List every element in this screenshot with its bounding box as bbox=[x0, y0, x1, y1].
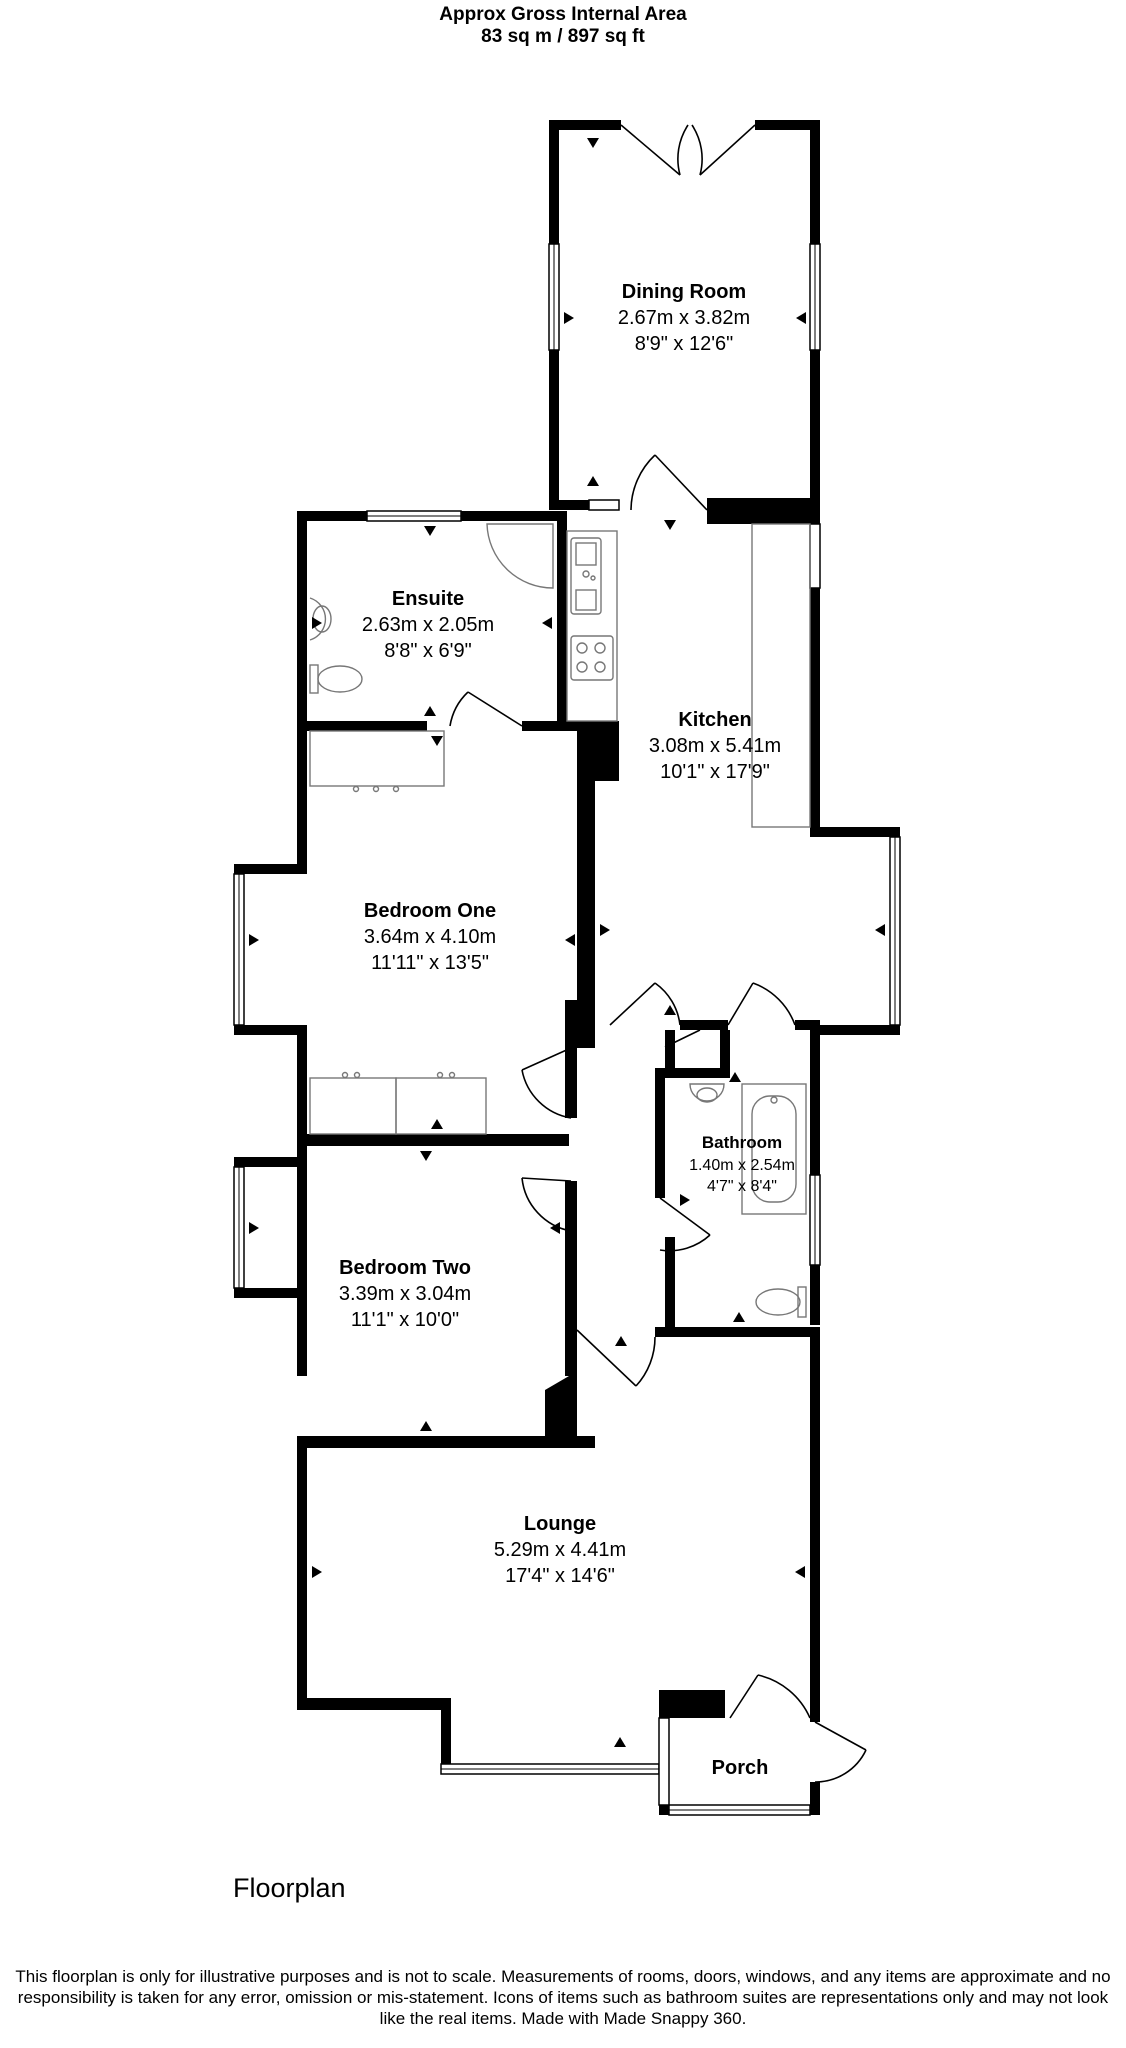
room-dims-imperial-bathroom: 4'7" x 8'4" bbox=[707, 1178, 777, 1195]
wall bbox=[297, 511, 367, 521]
wall bbox=[565, 1048, 577, 1118]
wall bbox=[461, 511, 559, 521]
window bbox=[809, 523, 821, 589]
wall bbox=[659, 1690, 725, 1718]
ensuite-basin bbox=[309, 597, 327, 641]
wall bbox=[577, 721, 595, 1026]
kitchen-hob bbox=[570, 635, 614, 681]
kitchen-worktop bbox=[566, 530, 618, 722]
ensuite-shower bbox=[486, 523, 554, 589]
window bbox=[658, 1717, 670, 1806]
room-name-kitchen: Kitchen bbox=[678, 709, 751, 731]
wall bbox=[810, 1782, 820, 1815]
wardrobe bbox=[309, 730, 445, 787]
wall bbox=[297, 511, 307, 721]
wardrobe bbox=[309, 1077, 397, 1135]
room-dims-metric-kitchen: 3.08m x 5.41m bbox=[649, 735, 781, 757]
wall bbox=[297, 721, 427, 731]
wall bbox=[549, 120, 621, 130]
ensuite-toilet bbox=[309, 664, 319, 694]
room-dims-metric-bathroom: 1.40m x 2.54m bbox=[689, 1157, 795, 1174]
wall bbox=[810, 524, 820, 837]
wall bbox=[522, 721, 587, 731]
area-value: 83 sq m / 897 sq ft bbox=[481, 26, 645, 47]
wall bbox=[707, 498, 820, 524]
kitchen-counter bbox=[751, 523, 811, 828]
room-dims-imperial-dining: 8'9" x 12'6" bbox=[635, 333, 734, 355]
plan-label: Floorplan bbox=[233, 1873, 346, 1903]
wall bbox=[297, 1025, 307, 1165]
doors bbox=[449, 124, 867, 1783]
wall bbox=[297, 1146, 307, 1376]
wall bbox=[565, 1181, 577, 1376]
wall bbox=[665, 1237, 675, 1337]
room-name-ensuite: Ensuite bbox=[392, 588, 464, 610]
room-dims-metric-dining: 2.67m x 3.82m bbox=[618, 307, 750, 329]
room-labels: Dining Room 2.67m x 3.82m 8'9" x 12'6" E… bbox=[339, 281, 795, 1779]
bathroom-basin bbox=[689, 1083, 725, 1102]
window-glazing bbox=[238, 244, 896, 1811]
bathroom-bath bbox=[741, 1083, 807, 1215]
room-dims-imperial-kitchen: 10'1" x 17'9" bbox=[660, 761, 770, 783]
window bbox=[588, 499, 620, 511]
disclaimer: This floorplan is only for illustrative … bbox=[15, 1967, 1111, 2028]
wall bbox=[810, 1337, 820, 1722]
wall bbox=[234, 1025, 307, 1035]
room-name-bedroom-one: Bedroom One bbox=[364, 900, 496, 922]
wall bbox=[234, 864, 307, 874]
wall bbox=[665, 1030, 675, 1070]
room-dims-metric-ensuite: 2.63m x 2.05m bbox=[362, 614, 494, 636]
room-dims-metric-bedroom-two: 3.39m x 3.04m bbox=[339, 1283, 471, 1305]
room-dims-imperial-lounge: 17'4" x 14'6" bbox=[505, 1565, 615, 1587]
walls bbox=[234, 120, 900, 1815]
wall bbox=[655, 1068, 730, 1078]
wall bbox=[655, 1327, 820, 1337]
area-title: Approx Gross Internal Area bbox=[439, 4, 687, 25]
wall bbox=[441, 1698, 451, 1764]
wall bbox=[720, 1030, 730, 1075]
wall bbox=[234, 1288, 307, 1298]
wall bbox=[810, 1025, 900, 1035]
wall bbox=[234, 1157, 307, 1167]
room-dims-metric-bedroom-one: 3.64m x 4.10m bbox=[364, 926, 496, 948]
room-name-bathroom: Bathroom bbox=[702, 1133, 782, 1152]
wall bbox=[297, 731, 307, 871]
room-dims-imperial-bedroom-two: 11'1" x 10'0" bbox=[351, 1309, 459, 1331]
wall bbox=[755, 120, 820, 130]
wall bbox=[297, 1698, 451, 1710]
wall bbox=[559, 500, 589, 510]
wall bbox=[297, 1446, 307, 1708]
bathroom-toilet bbox=[797, 1286, 807, 1318]
wall bbox=[680, 1020, 728, 1030]
wall bbox=[297, 1134, 569, 1146]
measurement-arrows bbox=[249, 138, 885, 1747]
wall bbox=[297, 1436, 595, 1448]
wardrobe bbox=[395, 1077, 487, 1135]
room-name-porch: Porch bbox=[712, 1757, 769, 1779]
room-name-dining: Dining Room bbox=[622, 281, 746, 303]
wall bbox=[655, 1068, 665, 1198]
room-dims-metric-lounge: 5.29m x 4.41m bbox=[494, 1539, 626, 1561]
wall bbox=[557, 511, 567, 721]
room-dims-imperial-ensuite: 8'8" x 6'9" bbox=[384, 640, 471, 662]
room-name-lounge: Lounge bbox=[524, 1513, 596, 1535]
room-dims-imperial-bedroom-one: 11'11" x 13'5" bbox=[371, 952, 489, 974]
kitchen-sink bbox=[570, 537, 602, 615]
wall bbox=[810, 827, 900, 837]
room-name-bedroom-two: Bedroom Two bbox=[339, 1257, 471, 1279]
fixtures bbox=[309, 523, 811, 1318]
area-header: Approx Gross Internal Area 83 sq m / 897… bbox=[0, 4, 1126, 48]
wall bbox=[545, 1376, 577, 1446]
wall bbox=[795, 1020, 820, 1030]
wall bbox=[565, 1000, 595, 1048]
